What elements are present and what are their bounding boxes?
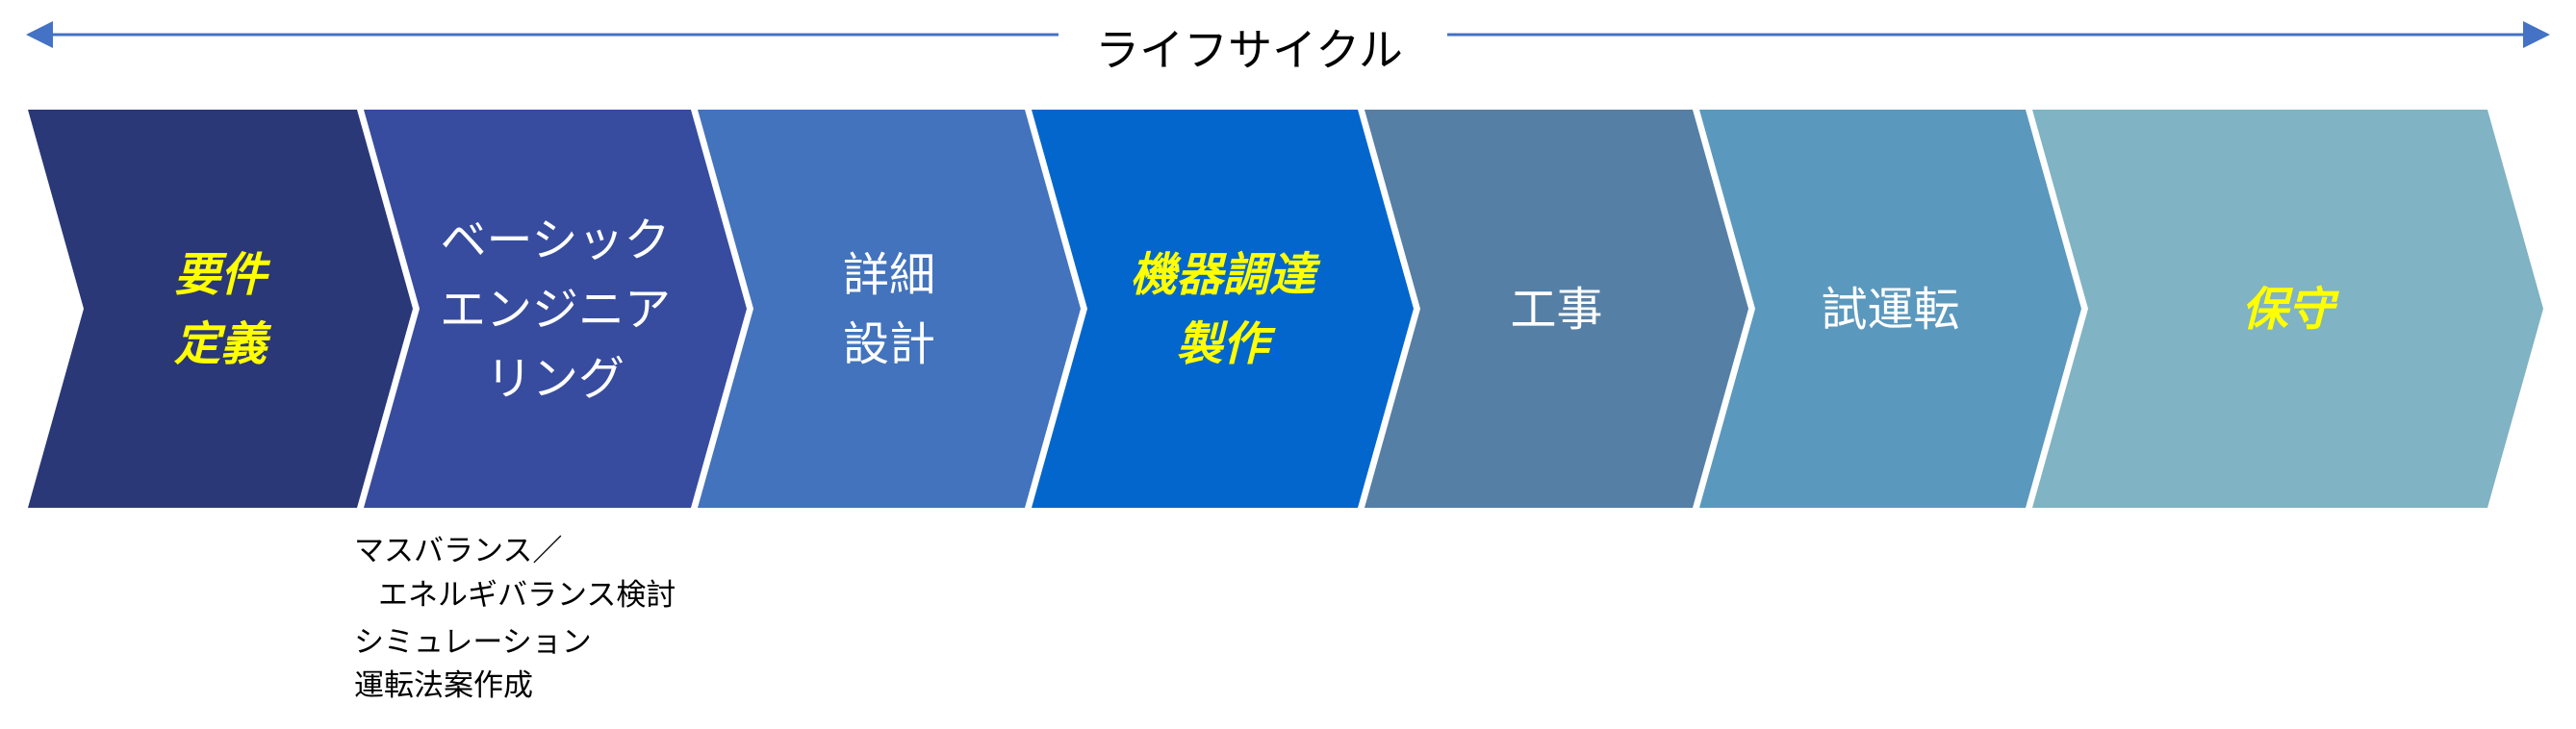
stage-chevron: 工事 [1365, 110, 1748, 508]
note-line: 運転法案作成 [354, 668, 533, 703]
stage-label: 設計 [843, 317, 935, 371]
lifecycle-title: ライフサイクル [1095, 24, 1403, 76]
stage-label: リング [486, 352, 625, 406]
stage-label: 機器調達 [1130, 248, 1320, 302]
stage-label: エンジニア [440, 283, 671, 337]
lifecycle-arrow: ライフサイクル [26, 21, 2550, 76]
stage-label: 定義 [174, 317, 272, 371]
stage-label: 要件 [174, 248, 271, 302]
note-line: マスバランス／ [354, 534, 562, 568]
chevron-shape [2032, 110, 2543, 508]
stage-chevron: 保守 [2032, 110, 2543, 508]
stage-label: 工事 [1510, 283, 1602, 337]
chevron-shape [1699, 110, 2081, 508]
note-line: エネルギバランス検討 [378, 578, 676, 613]
chevron-shape [1365, 110, 1748, 508]
stage-label: 保守 [2241, 283, 2339, 337]
chevron-shape [1032, 110, 1414, 508]
chevron-shape [28, 110, 413, 508]
stage-label: 試運転 [1821, 283, 1959, 337]
stage-label: ベーシック [440, 214, 670, 267]
chevron-shape [364, 110, 747, 508]
basic-engineering-notes: マスバランス／ エネルギバランス検討 シミュレーション 運転法案作成 [354, 534, 676, 703]
arrow-head-right-icon [2523, 21, 2550, 48]
stage-label: 詳細 [843, 248, 935, 302]
stage-chevrons: 要件定義ベーシックエンジニアリング詳細設計機器調達製作工事試運転保守 [28, 110, 2543, 508]
note-line: シミュレーション [354, 625, 592, 660]
stage-chevron: 試運転 [1699, 110, 2081, 508]
stage-label: 製作 [1176, 317, 1276, 371]
chevron-shape [698, 110, 1081, 508]
arrow-head-left-icon [26, 21, 53, 48]
